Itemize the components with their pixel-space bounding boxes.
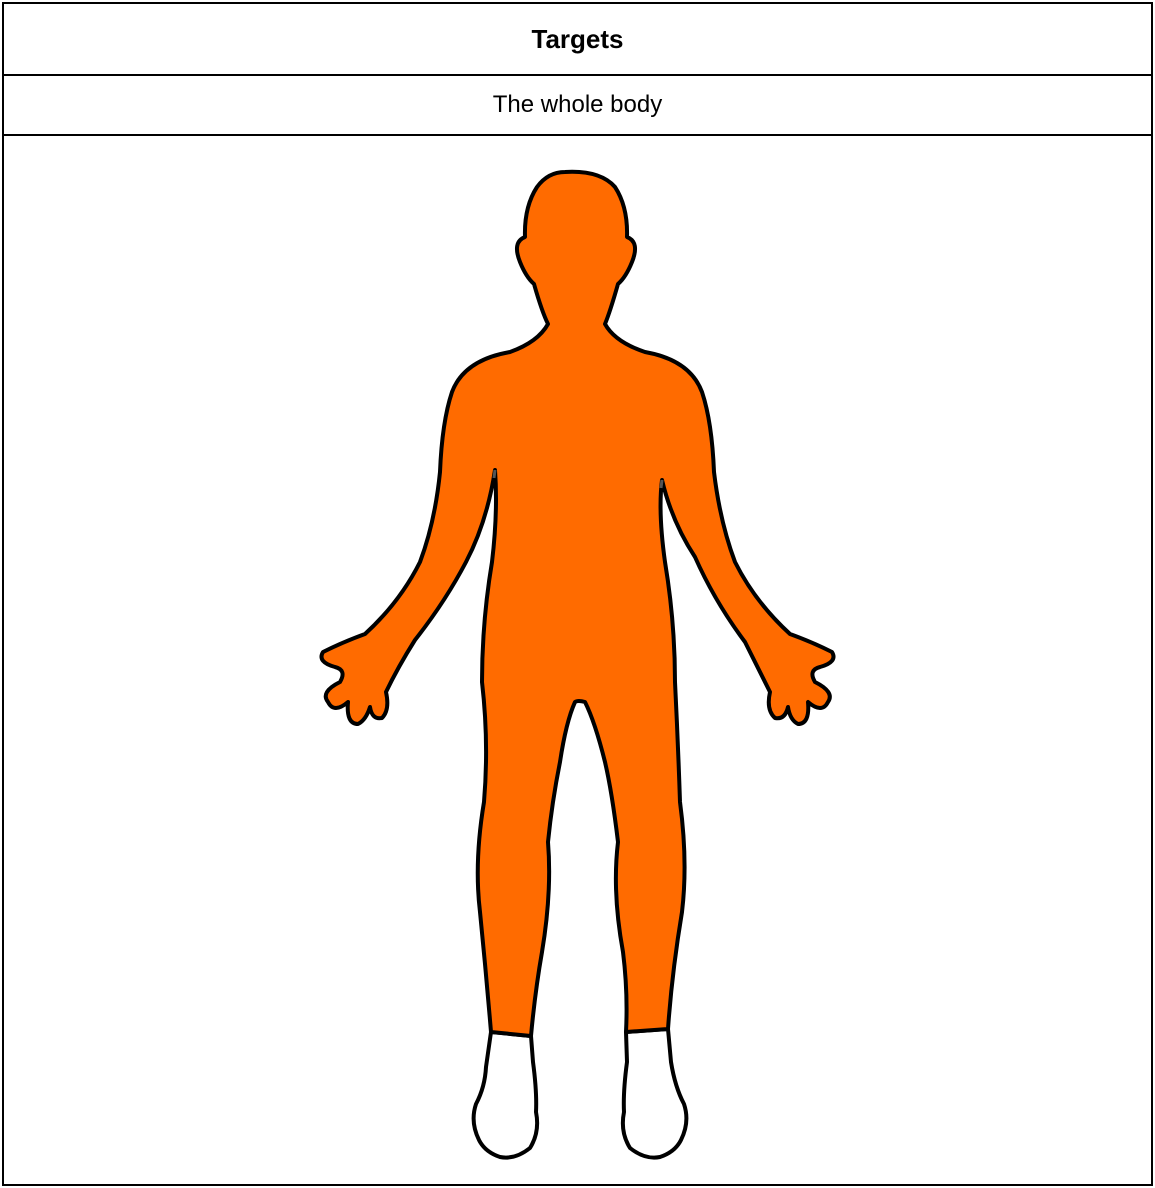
right-foot	[623, 1029, 687, 1158]
table-header-label: Targets	[532, 24, 624, 55]
right-armpit-line	[661, 480, 662, 488]
left-foot	[474, 1032, 538, 1158]
body-silhouette	[322, 172, 834, 1036]
table-header: Targets	[4, 4, 1151, 76]
body-figure	[4, 136, 1151, 1186]
target-label: The whole body	[493, 91, 662, 119]
body-figure-cell	[4, 136, 1151, 1186]
left-armpit-line	[494, 470, 495, 478]
target-row: The whole body	[4, 76, 1151, 136]
